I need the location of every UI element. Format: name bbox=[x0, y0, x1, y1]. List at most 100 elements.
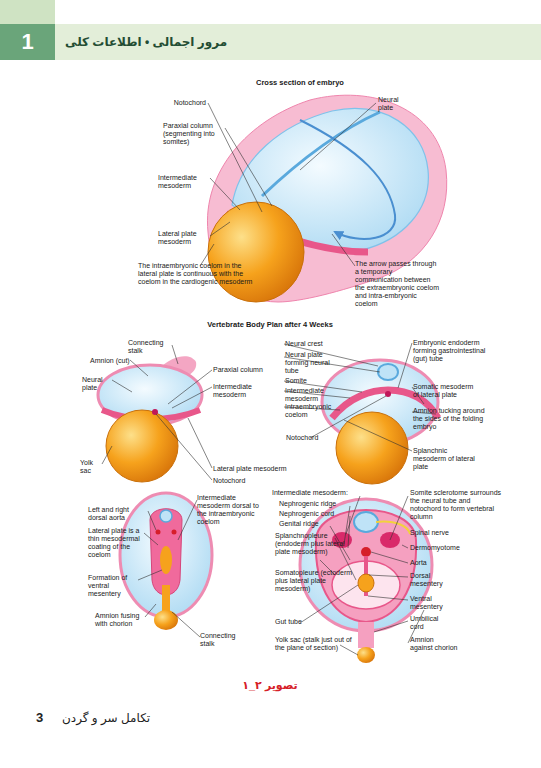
anatomy-label: Somite sclerotome surrounds the neural t… bbox=[410, 489, 502, 521]
anatomy-label: Amnion (cut) bbox=[90, 357, 130, 365]
header-band: مرور اجمالی • اطلاعات کلی bbox=[55, 24, 541, 60]
leader-line bbox=[138, 570, 162, 580]
leader-line bbox=[102, 446, 112, 464]
section-heading: Vertebrate Body Plan after 4 Weeks bbox=[185, 320, 355, 330]
anatomy-label: Nephrogenic ridge bbox=[279, 500, 359, 508]
dorsal-aorta bbox=[156, 530, 161, 535]
leader-line bbox=[210, 222, 230, 236]
gut-tube bbox=[358, 574, 374, 592]
anatomy-label: Intermediate mesoderm dorsal to the intr… bbox=[197, 494, 269, 526]
figure-caption: تصویر ۲_۱ bbox=[220, 678, 320, 692]
leader-line bbox=[390, 496, 408, 540]
anatomy-label: Ventral mesentery bbox=[410, 595, 450, 611]
anatomy-label: Neural crest bbox=[285, 340, 345, 348]
embryo-body bbox=[316, 510, 416, 622]
anatomy-label: Left and right dorsal aorta bbox=[88, 506, 148, 522]
anatomy-label: Spinal nerve bbox=[410, 529, 480, 537]
embryo-body bbox=[150, 509, 182, 595]
anatomy-label: The arrow passes through a temporary com… bbox=[355, 260, 441, 308]
leader-line bbox=[332, 234, 355, 266]
umbilical-cord bbox=[358, 622, 374, 648]
leader-line bbox=[398, 343, 412, 388]
anatomy-label: Connecting stalk bbox=[128, 339, 173, 355]
anatomy-label: Somatopleure (ectoderm plus lateral plat… bbox=[275, 569, 360, 593]
anatomy-label: Neural plate forming neural tube bbox=[285, 351, 345, 375]
section-heading: Cross section of embryo bbox=[245, 78, 355, 88]
leader-line bbox=[188, 418, 212, 468]
leader-line bbox=[178, 500, 197, 540]
leader-line bbox=[145, 604, 156, 617]
anatomy-label: Umbilical cord bbox=[410, 615, 450, 631]
anatomy-label: Lateral plate mesoderm bbox=[213, 465, 303, 473]
neural-tube bbox=[354, 512, 378, 532]
neural-tube bbox=[378, 364, 398, 380]
leader-line bbox=[310, 396, 386, 438]
anatomy-label: Intermediate mesoderm bbox=[285, 387, 340, 403]
leader-line bbox=[168, 370, 212, 404]
leader-line bbox=[156, 414, 212, 480]
leader-line bbox=[368, 596, 408, 600]
anatomy-label: The intraembryonic coelom in the lateral… bbox=[138, 262, 258, 286]
anatomy-label: Lateral plate mesoderm bbox=[158, 230, 208, 246]
yolk-stalk bbox=[162, 585, 170, 613]
dorsal-aorta bbox=[172, 530, 177, 535]
leader-line bbox=[300, 103, 376, 170]
leader-line bbox=[402, 545, 408, 548]
leader-line bbox=[112, 380, 132, 392]
corner-band bbox=[0, 0, 55, 24]
leader-line bbox=[340, 645, 358, 655]
yolk-sac bbox=[154, 610, 178, 630]
leader-line bbox=[144, 533, 158, 545]
illustration-group bbox=[0, 0, 447, 663]
neural-plate bbox=[262, 112, 380, 196]
coelom-arrow bbox=[300, 120, 395, 239]
leader-line bbox=[344, 420, 412, 451]
anatomy-label: Lateral plate is a thin mesodermal coati… bbox=[88, 527, 144, 559]
leader-line bbox=[210, 178, 240, 210]
anatomy-label: Somatic mesoderm of lateral plate bbox=[413, 383, 475, 399]
anatomy-label: Nephrogenic cord bbox=[279, 510, 359, 518]
leader-line bbox=[172, 387, 212, 408]
anatomy-label: Dorsal mesentery bbox=[410, 572, 450, 588]
leader-group bbox=[102, 103, 436, 655]
chapter-number: 1 bbox=[21, 29, 33, 55]
anatomy-label: Amnion against chorion bbox=[410, 636, 458, 652]
anatomy-label: Intermediate mesoderm bbox=[213, 383, 263, 399]
anatomy-label: Formation of ventral mesentery bbox=[88, 574, 140, 598]
anatomy-label: Notochord bbox=[213, 477, 263, 485]
leader-line bbox=[374, 621, 408, 632]
yolk-sac bbox=[357, 647, 375, 663]
leader-line bbox=[172, 345, 178, 364]
anatomy-label: Amnion tucking around the sides of the f… bbox=[413, 407, 485, 431]
anatomy-label: Paraxial column bbox=[213, 366, 263, 374]
chapter-badge: 1 bbox=[0, 24, 55, 60]
anatomy-label: Amnion fusing with chorion bbox=[95, 612, 147, 628]
leader-line bbox=[344, 506, 350, 544]
anatomy-label: Embryonic endoderm forming gastrointesti… bbox=[413, 339, 488, 363]
anatomy-label: Paraxial column (segmenting into somites… bbox=[163, 122, 225, 146]
anatomy-label: Somite bbox=[285, 377, 335, 385]
leader-line bbox=[208, 103, 262, 212]
leader-line bbox=[346, 496, 360, 534]
aorta bbox=[361, 547, 371, 557]
leader-line bbox=[172, 612, 200, 637]
leader-line bbox=[348, 516, 350, 548]
anatomy-label: Gut tube bbox=[275, 618, 315, 626]
yolk-sac bbox=[336, 412, 408, 484]
leader-line bbox=[225, 128, 272, 206]
anatomy-label: Splanchnic mesoderm of lateral plate bbox=[413, 447, 475, 471]
anatomy-label: Yolk sac (stalk just out of the plane of… bbox=[275, 636, 357, 652]
anatomy-label: Neural plate bbox=[378, 96, 408, 112]
footer-title: تکامل سر و گردن bbox=[62, 711, 162, 725]
anatomy-label: Notochord bbox=[148, 99, 206, 107]
page-number: 3 bbox=[36, 710, 54, 725]
notochord bbox=[152, 409, 158, 415]
anatomy-label: Intermediate mesoderm bbox=[158, 174, 208, 190]
leader-line bbox=[371, 552, 408, 563]
anatomy-label: Yolk sac bbox=[80, 459, 105, 475]
yolk-sac bbox=[106, 410, 178, 482]
leader-line bbox=[369, 575, 408, 577]
anatomy-label: Intraembryonic coelom bbox=[285, 403, 340, 419]
embryo-outer bbox=[207, 95, 446, 302]
